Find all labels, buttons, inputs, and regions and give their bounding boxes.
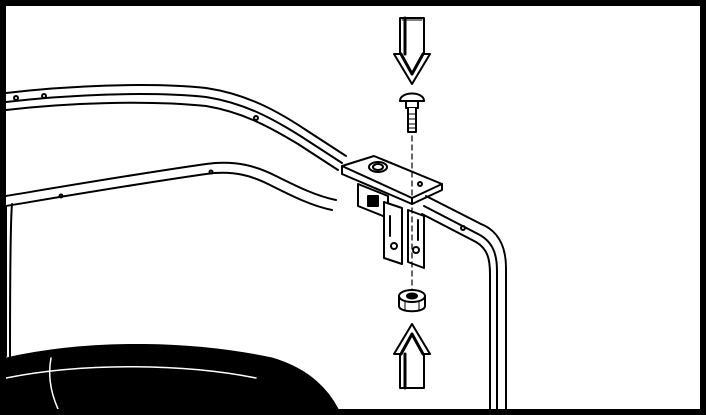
figure-canvas [6, 6, 700, 409]
nut [398, 289, 426, 313]
mounting-plate [341, 155, 443, 205]
mounting-brackets [357, 183, 425, 269]
carriage-bolt [399, 92, 425, 133]
assembly-diagram [6, 16, 507, 409]
tube-frame [6, 84, 507, 409]
down-arrow-icon [393, 16, 431, 85]
wheel [6, 343, 339, 409]
up-arrow-icon [393, 323, 431, 390]
